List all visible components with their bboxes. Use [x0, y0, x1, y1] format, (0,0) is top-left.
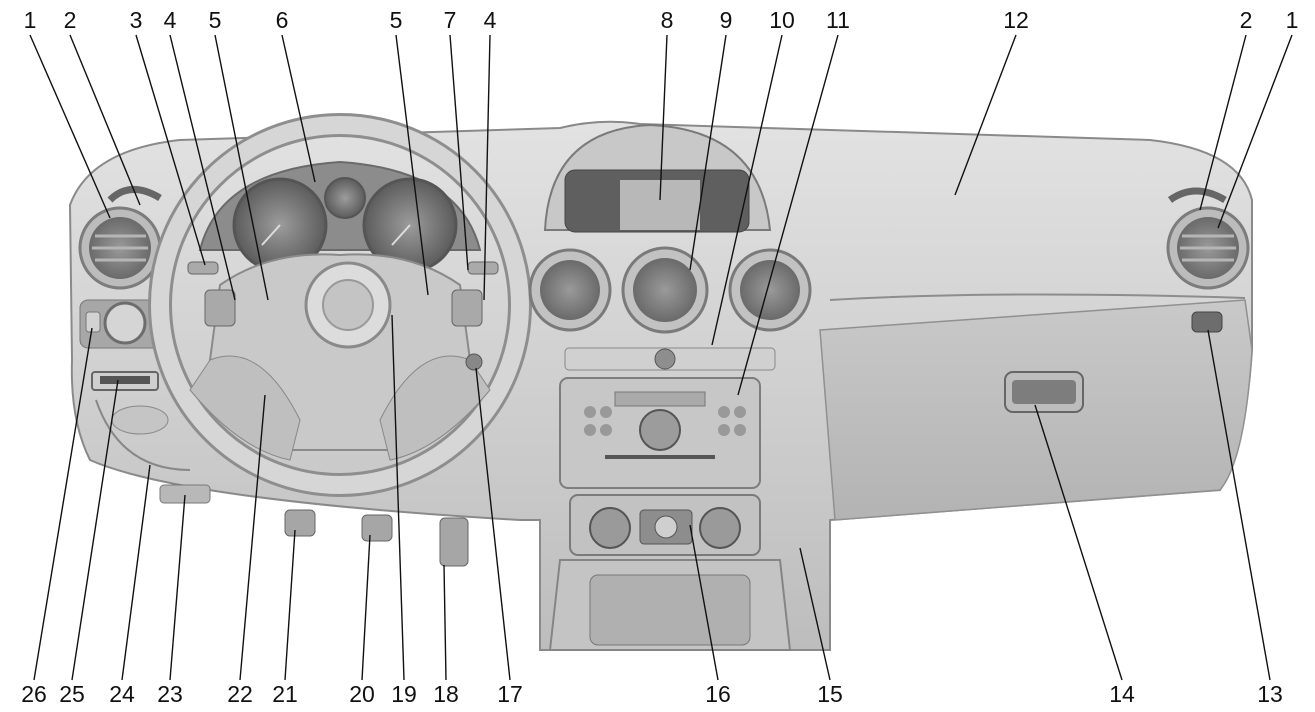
- left-windscreen-vent: [107, 186, 162, 203]
- steering-wheel: [148, 113, 532, 497]
- callout-20: 20: [349, 681, 375, 707]
- callout-26: 26: [21, 681, 47, 707]
- leader-lines: [29, 34, 1293, 681]
- callout-24: 24: [109, 681, 135, 707]
- callout-18: 18: [433, 681, 459, 707]
- callout-9: 9: [720, 7, 733, 33]
- callout-1: 1: [24, 7, 37, 33]
- callouts-bottom: 26 25 24 23 22 21 20 19 18 17 16 15 14 1…: [21, 681, 1283, 707]
- ignition-switch: [465, 353, 483, 371]
- storage-slot: [91, 371, 159, 391]
- glovebox-handle: [1004, 371, 1084, 413]
- callout-23: 23: [157, 681, 183, 707]
- callout-8: 8: [661, 7, 674, 33]
- left-side-vent: [78, 206, 162, 290]
- callouts-top: 1 2 3 4 5 6 5 7 4 8 9 10 11 12 2 1: [24, 7, 1299, 33]
- callout-17: 17: [497, 681, 523, 707]
- callout-25: 25: [59, 681, 85, 707]
- instrument-cluster: [198, 160, 482, 273]
- callout-6: 6: [276, 7, 289, 33]
- callout-11: 11: [826, 7, 850, 33]
- callout-3: 3: [130, 7, 143, 33]
- lower-left-panel: [95, 399, 211, 504]
- callout-19: 19: [391, 681, 417, 707]
- callout-1b: 1: [1286, 7, 1299, 33]
- callout-15: 15: [817, 681, 843, 707]
- callout-12: 12: [1003, 7, 1029, 33]
- callout-16: 16: [705, 681, 731, 707]
- callout-10: 10: [769, 7, 795, 33]
- callout-14: 14: [1109, 681, 1135, 707]
- callout-4b: 4: [484, 7, 497, 33]
- airbag-switch: [1191, 311, 1223, 333]
- hazard-button-row: [564, 347, 776, 371]
- center-vents: [528, 246, 812, 334]
- pedals: [284, 509, 469, 567]
- infotainment-panel: [559, 377, 761, 489]
- callout-5: 5: [209, 7, 222, 33]
- callout-7: 7: [444, 7, 457, 33]
- light-switch-panel: [79, 299, 161, 349]
- climate-control-panel: [569, 494, 761, 556]
- callout-4: 4: [164, 7, 177, 33]
- callout-2: 2: [64, 7, 77, 33]
- right-side-vent: [1166, 206, 1250, 290]
- callout-22: 22: [227, 681, 253, 707]
- callout-5b: 5: [390, 7, 403, 33]
- right-windscreen-vent: [1167, 187, 1227, 204]
- center-console: [548, 559, 792, 651]
- callout-13: 13: [1257, 681, 1283, 707]
- callout-2b: 2: [1240, 7, 1253, 33]
- callout-21: 21: [272, 681, 298, 707]
